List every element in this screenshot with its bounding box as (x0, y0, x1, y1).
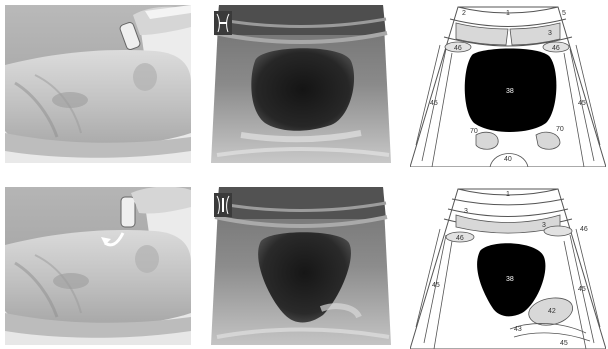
label-wall-low: 43 (514, 326, 522, 333)
label-wall-left: 45 (432, 282, 440, 289)
top-probe-photo (5, 5, 191, 163)
label-rectus-right: 3 (548, 30, 552, 37)
label-wall-right: 45 (578, 100, 586, 107)
bottom-anatomy-diagram: 1 3 3 46 46 38 42 45 45 43 45 (410, 187, 606, 349)
top-anatomy-diagram: 2 1 5 3 46 46 38 45 45 70 70 40 (410, 5, 606, 167)
longitudinal-probe-marker-icon (214, 193, 232, 217)
label-rectum: 40 (504, 156, 512, 163)
label-vessel-right: 46 (580, 226, 588, 233)
label-wall-left: 45 (430, 100, 438, 107)
transverse-probe-marker-icon (214, 11, 232, 35)
label-vessel-right: 46 (552, 45, 560, 52)
label-seminal-right: 70 (556, 126, 564, 133)
label-rectus-right: 3 (542, 222, 546, 229)
label-skin-right: 5 (562, 10, 566, 17)
top-row: 2 1 5 3 46 46 38 45 45 70 70 40 (0, 5, 608, 167)
bottom-probe-photo (5, 187, 191, 345)
label-rectus-left: 1 (506, 10, 510, 17)
label-rectus-left: 3 (464, 208, 468, 215)
label-vessel-left: 46 (456, 235, 464, 242)
label-wall-right: 45 (578, 286, 586, 293)
label-skin-left: 2 (462, 10, 466, 17)
label-wall-low-right: 45 (560, 340, 568, 347)
label-prostate: 42 (548, 308, 556, 315)
label-bladder: 38 (506, 276, 514, 283)
label-vessel-left: 46 (454, 45, 462, 52)
label-skin: 1 (506, 191, 510, 198)
label-seminal-left: 70 (470, 128, 478, 135)
bottom-ultrasound-image (211, 187, 391, 345)
bottom-row: 1 3 3 46 46 38 42 45 45 43 45 (0, 187, 608, 349)
label-bladder: 38 (506, 88, 514, 95)
top-ultrasound-image (211, 5, 391, 163)
